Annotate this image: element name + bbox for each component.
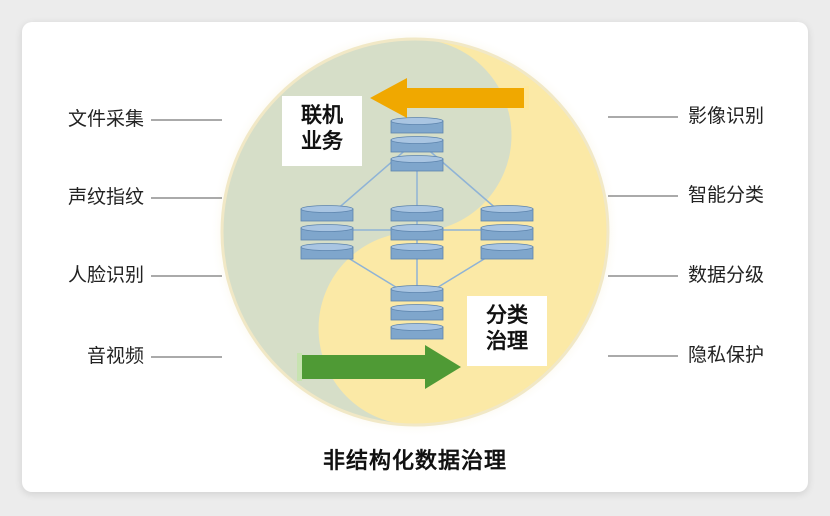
- connector-line: [326, 139, 418, 219]
- database-stack-left: [300, 205, 354, 260]
- left-item-file-collection: 文件采集: [67, 108, 144, 130]
- database-stack-right: [480, 205, 534, 260]
- right-item-privacy-protection: 隐私保护: [688, 344, 765, 366]
- left-item-audio-video: 音视频: [86, 345, 144, 367]
- online-business-box: 联机 业务: [282, 96, 362, 166]
- database-stack-bottom: [390, 285, 444, 340]
- database-stack-center: [390, 205, 444, 260]
- classify-box-line1: 分类: [486, 303, 528, 327]
- online-box-line2: 业务: [301, 129, 343, 153]
- database-disk-top: [300, 224, 354, 232]
- right-item-smart-classification: 智能分类: [688, 184, 765, 206]
- database-disk-top: [390, 205, 444, 213]
- orange-arrow: [370, 78, 529, 118]
- database-disk-top: [480, 224, 534, 232]
- green-arrow: [297, 345, 461, 389]
- database-disk-top: [390, 155, 444, 163]
- database-disk-top: [390, 304, 444, 312]
- database-disk-top: [390, 243, 444, 251]
- left-leader-lines: [151, 119, 222, 358]
- right-leader-lines: [608, 116, 678, 357]
- database-stack-top: [390, 117, 444, 172]
- database-disk-top: [390, 136, 444, 144]
- left-item-voiceprint: 声纹指纹: [67, 186, 144, 208]
- database-disk-top: [300, 243, 354, 251]
- database-disk-top: [390, 323, 444, 331]
- database-disk-top: [300, 205, 354, 213]
- database-disk-top: [390, 285, 444, 293]
- diagram-caption: 非结构化数据治理: [322, 449, 507, 474]
- database-disk-top: [390, 117, 444, 125]
- right-item-data-grading: 数据分级: [688, 264, 765, 286]
- database-disk-top: [390, 224, 444, 232]
- database-disk-top: [480, 243, 534, 251]
- classify-box-line2: 治理: [486, 329, 528, 353]
- classify-governance-box: 分类 治理: [467, 296, 547, 366]
- circle-border: [220, 37, 610, 427]
- right-item-image-recognition: 影像识别: [688, 105, 765, 127]
- left-item-face-recognition: 人脸识别: [67, 264, 144, 286]
- online-box-line1: 联机: [301, 103, 343, 127]
- connector-line: [416, 139, 508, 219]
- database-disk-top: [480, 205, 534, 213]
